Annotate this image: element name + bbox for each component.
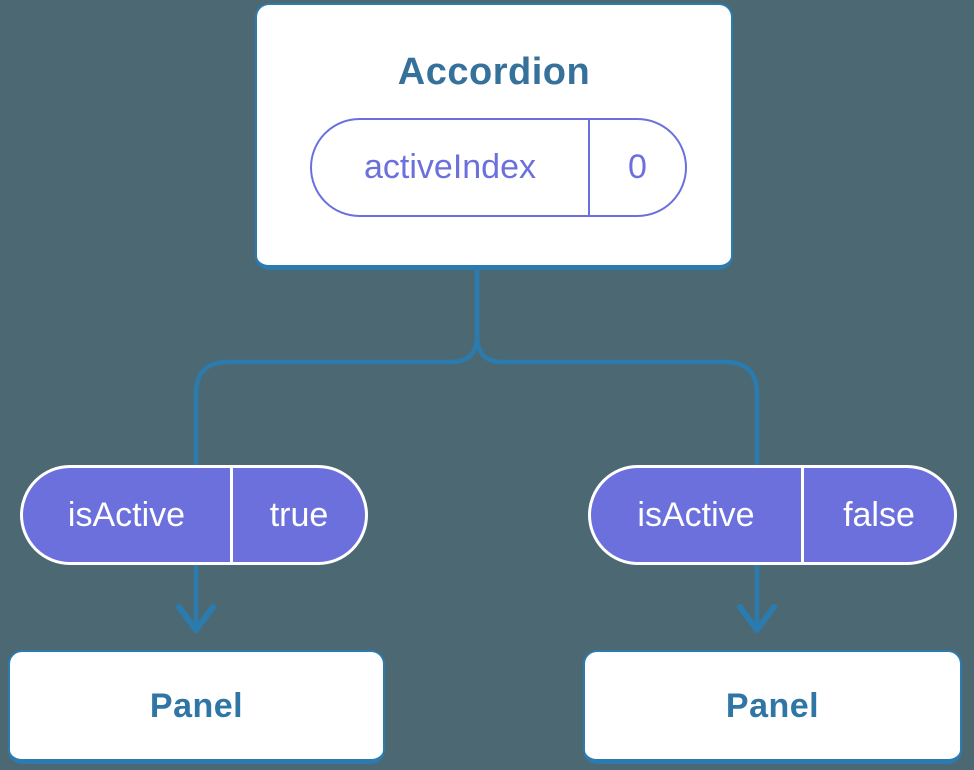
panel-component-card-left: Panel bbox=[8, 650, 385, 764]
arrow-down-icon bbox=[737, 604, 777, 633]
prop-name-label: isActive bbox=[591, 468, 804, 562]
prop-pill-isactive-true: isActive true bbox=[20, 465, 368, 565]
prop-value-label: true bbox=[269, 495, 329, 534]
accordion-component-card: Accordion activeIndex 0 bbox=[255, 3, 733, 270]
state-pill-activeindex: activeIndex 0 bbox=[310, 118, 687, 217]
prop-value-label: false bbox=[843, 495, 915, 534]
state-value-label: 0 bbox=[628, 148, 647, 186]
connector-right-branch bbox=[474, 250, 760, 626]
state-name-label: activeIndex bbox=[312, 120, 590, 215]
prop-pill-isactive-false: isActive false bbox=[588, 465, 957, 565]
accordion-title: Accordion bbox=[397, 51, 591, 93]
arrow-down-icon bbox=[176, 604, 216, 633]
panel-title: Panel bbox=[725, 687, 820, 725]
prop-name-label: isActive bbox=[23, 468, 233, 562]
connector-left-branch bbox=[193, 250, 480, 626]
panel-title: Panel bbox=[149, 687, 244, 725]
panel-component-card-right: Panel bbox=[583, 650, 962, 764]
